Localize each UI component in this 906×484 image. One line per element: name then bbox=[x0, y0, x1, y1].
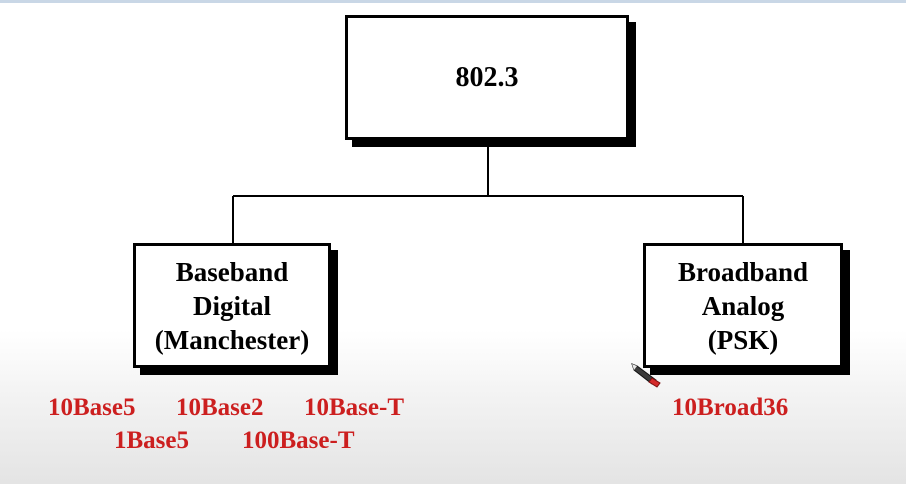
node-broadband-line-1: Broadband bbox=[677, 256, 809, 287]
node-802-3: 802.3 bbox=[345, 15, 629, 140]
node-broadband-line-2: Analog bbox=[701, 290, 785, 321]
node-baseband: Baseband Digital (Manchester) bbox=[133, 243, 331, 368]
standard-10broad36: 10Broad36 bbox=[672, 394, 789, 421]
standard-10base2: 10Base2 bbox=[176, 394, 264, 421]
node-baseband-line-2: Digital bbox=[193, 290, 271, 321]
node-baseband-line-3: (Manchester) bbox=[154, 324, 310, 355]
standard-10base-t: 10Base-T bbox=[304, 394, 404, 421]
pen-cursor-icon bbox=[631, 363, 661, 388]
node-broadband: Broadband Analog (PSK) bbox=[643, 243, 843, 368]
standard-10base5: 10Base5 bbox=[48, 394, 136, 421]
standard-1base5: 1Base5 bbox=[114, 427, 189, 454]
standard-100base-t: 100Base-T bbox=[242, 427, 355, 454]
node-broadband-line-3: (PSK) bbox=[707, 324, 779, 355]
window-top-edge bbox=[0, 0, 906, 3]
node-802-3-label: 802.3 bbox=[455, 61, 519, 93]
node-baseband-line-1: Baseband bbox=[175, 256, 289, 287]
